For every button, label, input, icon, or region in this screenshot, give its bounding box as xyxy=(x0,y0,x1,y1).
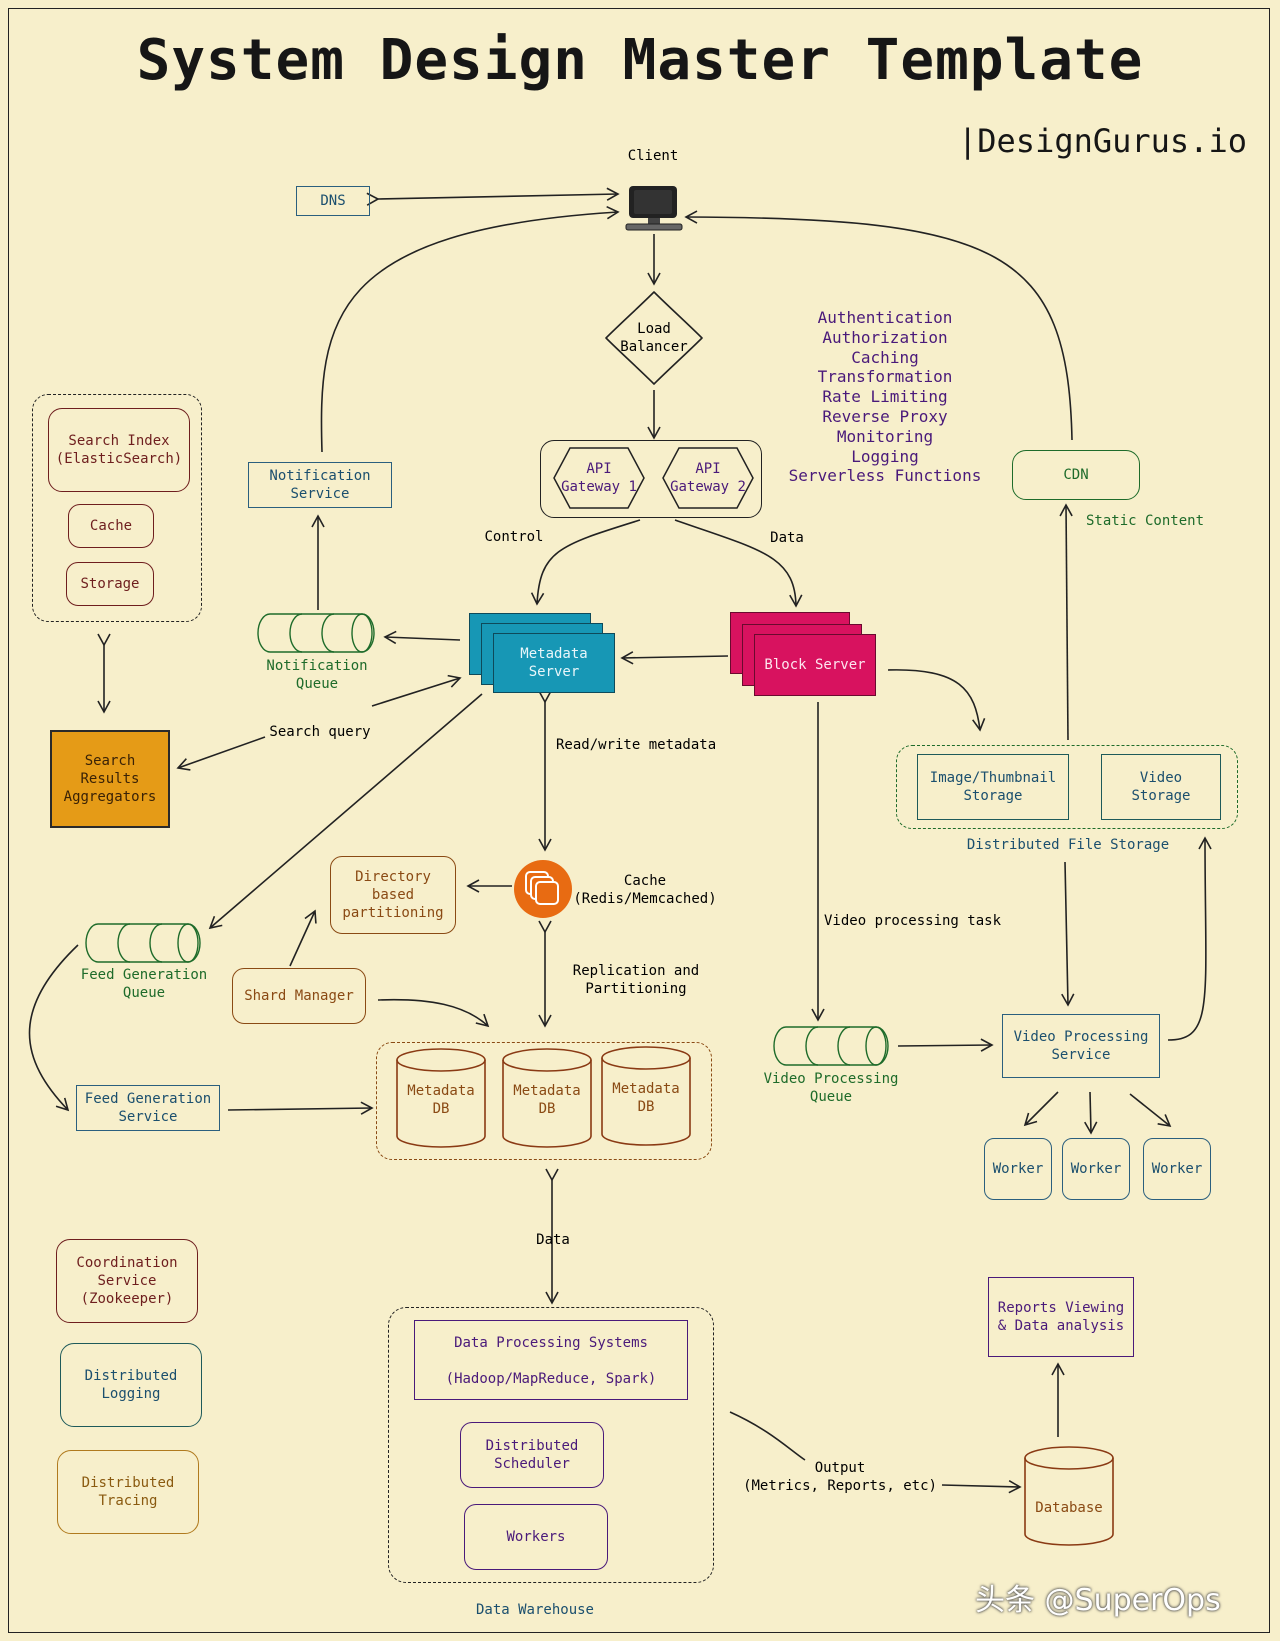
client-label: Client xyxy=(627,148,679,164)
data-processing-subtitle: (Hadoop/MapReduce, Spark) xyxy=(445,1371,657,1387)
dfs-group xyxy=(896,745,1238,829)
worker-2-node: Worker xyxy=(1062,1138,1130,1200)
notification-client-link xyxy=(320,205,620,453)
feed-queue-icon xyxy=(85,923,201,963)
video-storage-node: Video Storage xyxy=(1101,754,1221,820)
api-gateway-1-label: API Gateway 1 xyxy=(561,461,637,495)
videoqueue-service-link xyxy=(897,1038,994,1052)
cdn-node: CDN xyxy=(1012,450,1140,500)
diagram-title: System Design Master Template xyxy=(136,28,1144,93)
metadata-db-2-label: Metadata DB xyxy=(513,1083,581,1117)
data-processing-title: Data Processing Systems xyxy=(454,1335,648,1351)
service-worker3-link xyxy=(1129,1093,1172,1128)
feedqueue-feedservice-link xyxy=(28,944,79,1112)
data-processing-box xyxy=(414,1320,688,1400)
video-service-node: Video Processing Service xyxy=(1002,1014,1160,1078)
data-warehouse-group xyxy=(388,1307,714,1583)
metadata-db-group xyxy=(376,1042,712,1160)
data-warehouse-label: Data Warehouse xyxy=(475,1602,594,1618)
output-label: Output (Metrics, Reports, etc) xyxy=(743,1460,937,1494)
metadata-feedqueue-link xyxy=(208,693,483,930)
reports-node: Reports Viewing & Data analysis xyxy=(988,1277,1134,1357)
computer-icon xyxy=(625,186,683,231)
api-gateway-1-shape xyxy=(553,447,645,509)
video-queue-icon xyxy=(773,1026,889,1066)
dns-client-link xyxy=(366,187,620,206)
search-query-in xyxy=(371,674,462,707)
dfs-cdn-link xyxy=(1059,503,1073,741)
diagram-frame xyxy=(8,8,1270,1633)
search-storage-node: Storage xyxy=(66,562,154,606)
notification-queue-icon xyxy=(257,613,375,653)
feed-service-node: Feed Generation Service xyxy=(76,1085,220,1131)
notification-queue-label: Notification Queue xyxy=(266,658,368,692)
search-cache-node: Cache xyxy=(68,504,154,548)
metadata-db-2-icon xyxy=(502,1048,592,1148)
block-dfs-link xyxy=(887,669,986,732)
data-link-label: Data xyxy=(536,1232,570,1248)
metadata-db-1-icon xyxy=(396,1048,486,1148)
worker-1-node: Worker xyxy=(984,1138,1052,1200)
shard-directory-link xyxy=(289,909,317,967)
database-label: Database xyxy=(1035,1500,1103,1516)
database-icon xyxy=(1024,1446,1114,1546)
video-task-label: Video processing task xyxy=(824,913,1002,929)
dns-node: DNS xyxy=(296,186,370,216)
distributed-tracing-node: Distributed Tracing xyxy=(57,1450,199,1534)
watermark: 头条 @SuperOps xyxy=(975,1583,1221,1618)
metadata-db-1-label: Metadata DB xyxy=(407,1083,475,1117)
control-label: Control xyxy=(484,529,544,545)
control-link xyxy=(530,519,641,606)
distributed-logging-node: Distributed Logging xyxy=(60,1343,202,1427)
cache-label: Cache (Redis/Memcached) xyxy=(573,873,717,907)
service-worker2-link xyxy=(1084,1091,1098,1135)
search-index-node: Search Index (ElasticSearch) xyxy=(48,408,190,492)
search-query-out xyxy=(176,736,266,771)
service-worker1-link xyxy=(1023,1091,1059,1127)
search-query-label: Search query xyxy=(269,724,371,740)
shard-manager-node: Shard Manager xyxy=(232,968,366,1024)
feedservice-db-link xyxy=(227,1101,374,1115)
replication-label: Replication and Partitioning xyxy=(572,963,700,997)
block-server-node: Block Server xyxy=(754,634,876,696)
dfs-videoservice-link xyxy=(1061,861,1075,1007)
block-metadata-link xyxy=(620,651,729,665)
metadata-notifqueue-link xyxy=(383,630,461,645)
dfs-label: Distributed File Storage xyxy=(966,837,1170,853)
workers-node: Workers xyxy=(464,1504,608,1570)
stacked-cache-icon xyxy=(514,860,572,918)
metadata-server-node: Metadata Server xyxy=(493,633,615,693)
api-gateway-2-label: API Gateway 2 xyxy=(670,461,746,495)
static-content-label: Static Content xyxy=(1086,513,1205,529)
feed-queue-label: Feed Generation Queue xyxy=(80,967,208,1001)
image-storage-node: Image/Thumbnail Storage xyxy=(917,754,1069,820)
api-gateway-group xyxy=(540,440,762,518)
warehouse-output-link xyxy=(729,1411,806,1461)
gateway-features-list: Authentication Authorization Caching Tra… xyxy=(788,308,982,486)
load-balancer-shape xyxy=(605,291,703,385)
notification-service-node: Notification Service xyxy=(248,462,392,508)
directory-partitioning-node: Directory based partitioning xyxy=(330,856,456,934)
coordination-service-node: Coordination Service (Zookeeper) xyxy=(56,1239,198,1323)
search-cluster-group xyxy=(32,394,202,622)
video-queue-label: Video Processing Queue xyxy=(763,1071,899,1105)
worker-3-node: Worker xyxy=(1143,1138,1211,1200)
data-label: Data xyxy=(770,530,804,546)
search-results-aggregators-node: Search Results Aggregators xyxy=(50,730,170,828)
shard-db-link xyxy=(377,998,490,1028)
metadata-db-3-icon xyxy=(601,1046,691,1146)
read-write-label: Read/write metadata xyxy=(556,737,717,753)
brand-label: |DesignGurus.io xyxy=(958,122,1247,160)
cdn-client-link xyxy=(684,210,1073,441)
videoservice-dfs-link xyxy=(1167,836,1212,1041)
distributed-scheduler-node: Distributed Scheduler xyxy=(460,1422,604,1488)
output-database-link xyxy=(941,1480,1022,1494)
api-gateway-2-shape xyxy=(662,447,754,509)
data-link xyxy=(674,519,803,608)
load-balancer-label: Load Balancer xyxy=(620,321,688,355)
metadata-db-3-label: Metadata DB xyxy=(612,1081,680,1115)
